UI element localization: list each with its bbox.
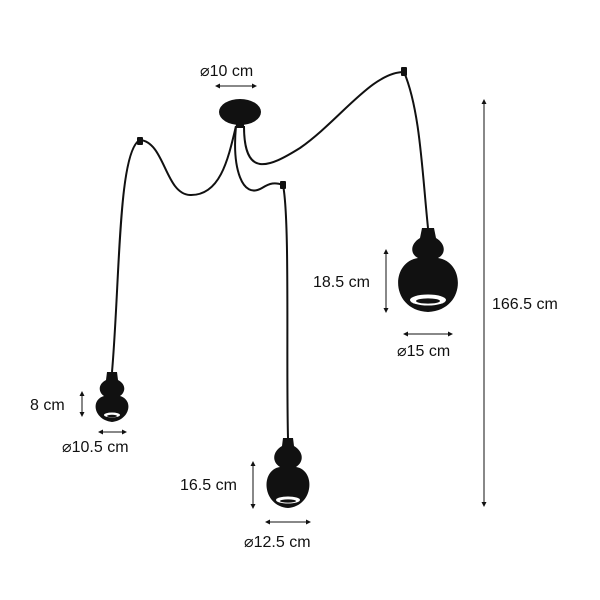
right-lamp-diameter-label: ⌀15 cm bbox=[397, 343, 450, 360]
hook-middle bbox=[280, 181, 286, 189]
cable-left-swag bbox=[139, 125, 237, 197]
middle-lamp-diameter-label: ⌀12.5 cm bbox=[244, 534, 311, 551]
lamp-right bbox=[398, 228, 458, 312]
middle-lamp-height-label: 16.5 cm bbox=[180, 477, 237, 494]
dimension-lines bbox=[79, 83, 487, 525]
left-lamp-height-label: 8 cm bbox=[30, 397, 65, 414]
cables bbox=[111, 71, 429, 439]
hook-left bbox=[137, 137, 143, 145]
cable-right-drop bbox=[403, 71, 429, 229]
hook-right bbox=[401, 67, 407, 76]
lamp-left bbox=[95, 372, 129, 422]
canopy-diameter-label: ⌀10 cm bbox=[200, 63, 253, 80]
right-lamp-height-label: 18.5 cm bbox=[313, 274, 370, 291]
cable-left-drop bbox=[111, 139, 141, 373]
ceiling-canopy bbox=[219, 99, 261, 128]
cable-right-swag bbox=[243, 71, 405, 166]
cable-middle-swag bbox=[234, 125, 284, 192]
cable-middle-drop bbox=[282, 184, 289, 439]
dimension-labels: ⌀10 cm 8 cm ⌀10.5 cm 16.5 cm ⌀12.5 cm 18… bbox=[30, 63, 558, 551]
total-height-label: 166.5 cm bbox=[492, 296, 558, 313]
lamp-middle bbox=[266, 438, 310, 508]
ceiling-hooks bbox=[137, 67, 407, 189]
left-lamp-diameter-label: ⌀10.5 cm bbox=[62, 439, 129, 456]
